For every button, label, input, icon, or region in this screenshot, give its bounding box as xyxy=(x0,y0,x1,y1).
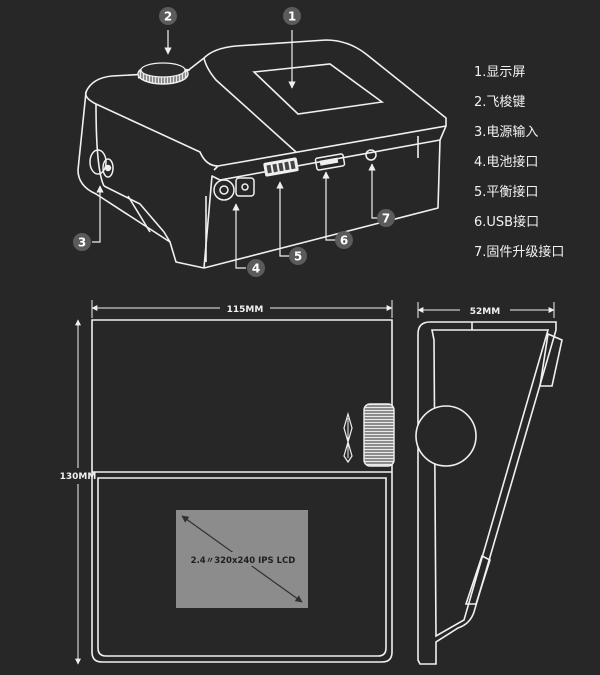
legend-item-jog-wheel: 2.飞梭键 xyxy=(474,95,526,110)
legend-item-firmware-port: 7.固件升级接口 xyxy=(474,245,565,260)
svg-text:7: 7 xyxy=(382,212,390,226)
legend-item-usb-port: 6.USB接口 xyxy=(474,215,540,230)
callout-leaders xyxy=(92,30,382,269)
height-dimension-label: 130MM xyxy=(60,472,97,482)
legend-item-power-input: 3.电源输入 xyxy=(474,125,539,140)
width-dimension: 115MM xyxy=(91,300,393,318)
svg-text:1: 1 xyxy=(288,10,296,24)
legend-item-balance-port: 5.平衡接口 xyxy=(474,185,539,200)
device-front-view xyxy=(91,319,393,663)
legend-item-display: 1.显示屏 xyxy=(474,65,526,80)
svg-text:6: 6 xyxy=(340,234,348,248)
callout-3: 3 xyxy=(73,233,91,251)
lcd-screen: 2.4〃320x240 IPS LCD xyxy=(176,510,308,608)
device-side-view xyxy=(417,321,563,665)
firmware-port-iso xyxy=(365,149,377,161)
height-dimension: 130MM xyxy=(52,319,104,665)
jog-wheel-front xyxy=(343,403,395,467)
callout-5: 5 xyxy=(289,247,307,265)
callout-6: 6 xyxy=(335,231,353,249)
callout-7: 7 xyxy=(377,209,395,227)
width-dimension-label: 115MM xyxy=(227,305,264,315)
callout-1: 1 xyxy=(283,7,301,25)
svg-text:4: 4 xyxy=(252,262,260,276)
callout-4: 4 xyxy=(247,259,265,277)
balance-port-iso xyxy=(263,157,299,177)
callout-2: 2 xyxy=(159,7,177,25)
battery-port-iso xyxy=(213,177,255,201)
svg-text:2: 2 xyxy=(164,10,172,24)
display-screen-iso xyxy=(252,63,385,115)
power-input-iso xyxy=(89,149,114,178)
usb-port-iso xyxy=(314,153,346,171)
depth-dimension-label: 52MM xyxy=(470,307,500,317)
depth-dimension: 52MM xyxy=(417,302,555,318)
jog-wheel-iso xyxy=(137,62,189,85)
svg-text:3: 3 xyxy=(78,236,86,250)
jog-wheel-side xyxy=(415,405,477,467)
legend-item-battery-port: 4.电池接口 xyxy=(474,155,539,170)
device-isometric xyxy=(77,39,447,269)
svg-text:5: 5 xyxy=(294,250,302,264)
screen-spec-label: 2.4〃320x240 IPS LCD xyxy=(191,556,296,566)
legend-list: 1.显示屏 2.飞梭键 3.电源输入 4.电池接口 5.平衡接口 6.USB接口… xyxy=(474,58,564,268)
